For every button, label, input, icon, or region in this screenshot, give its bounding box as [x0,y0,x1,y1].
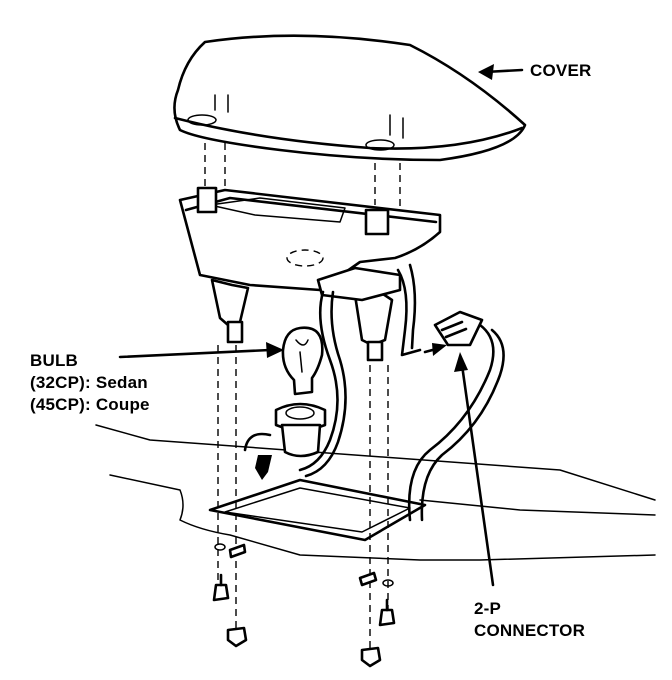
wire-harness [298,263,505,522]
bulb-label-sedan: (32CP): Sedan [30,373,148,392]
bulb-part [281,326,324,396]
twist-arrow [243,432,272,480]
two-pin-connector [423,310,484,356]
cover-label-text: COVER [530,61,592,80]
bulb-socket [274,402,327,458]
fasteners [212,543,396,668]
bulb-label-coupe: (45CP): Coupe [30,395,150,414]
cover-label: COVER [530,60,591,82]
bulb-leader [118,342,284,359]
bulb-label: BULB (32CP): Sedan (45CP): Coupe [30,350,150,416]
connector-leader [454,352,495,587]
cover-part [173,34,527,162]
connector-label: 2-P CONNECTOR [474,598,585,642]
mounting-opening [208,478,427,542]
cover-leader [478,64,524,80]
connector-label-line1: 2-P [474,599,502,618]
mounting-surface [95,424,656,561]
connector-label-line2: CONNECTOR [474,621,586,640]
bulb-label-title: BULB [30,351,79,370]
lamp-housing [178,186,442,362]
